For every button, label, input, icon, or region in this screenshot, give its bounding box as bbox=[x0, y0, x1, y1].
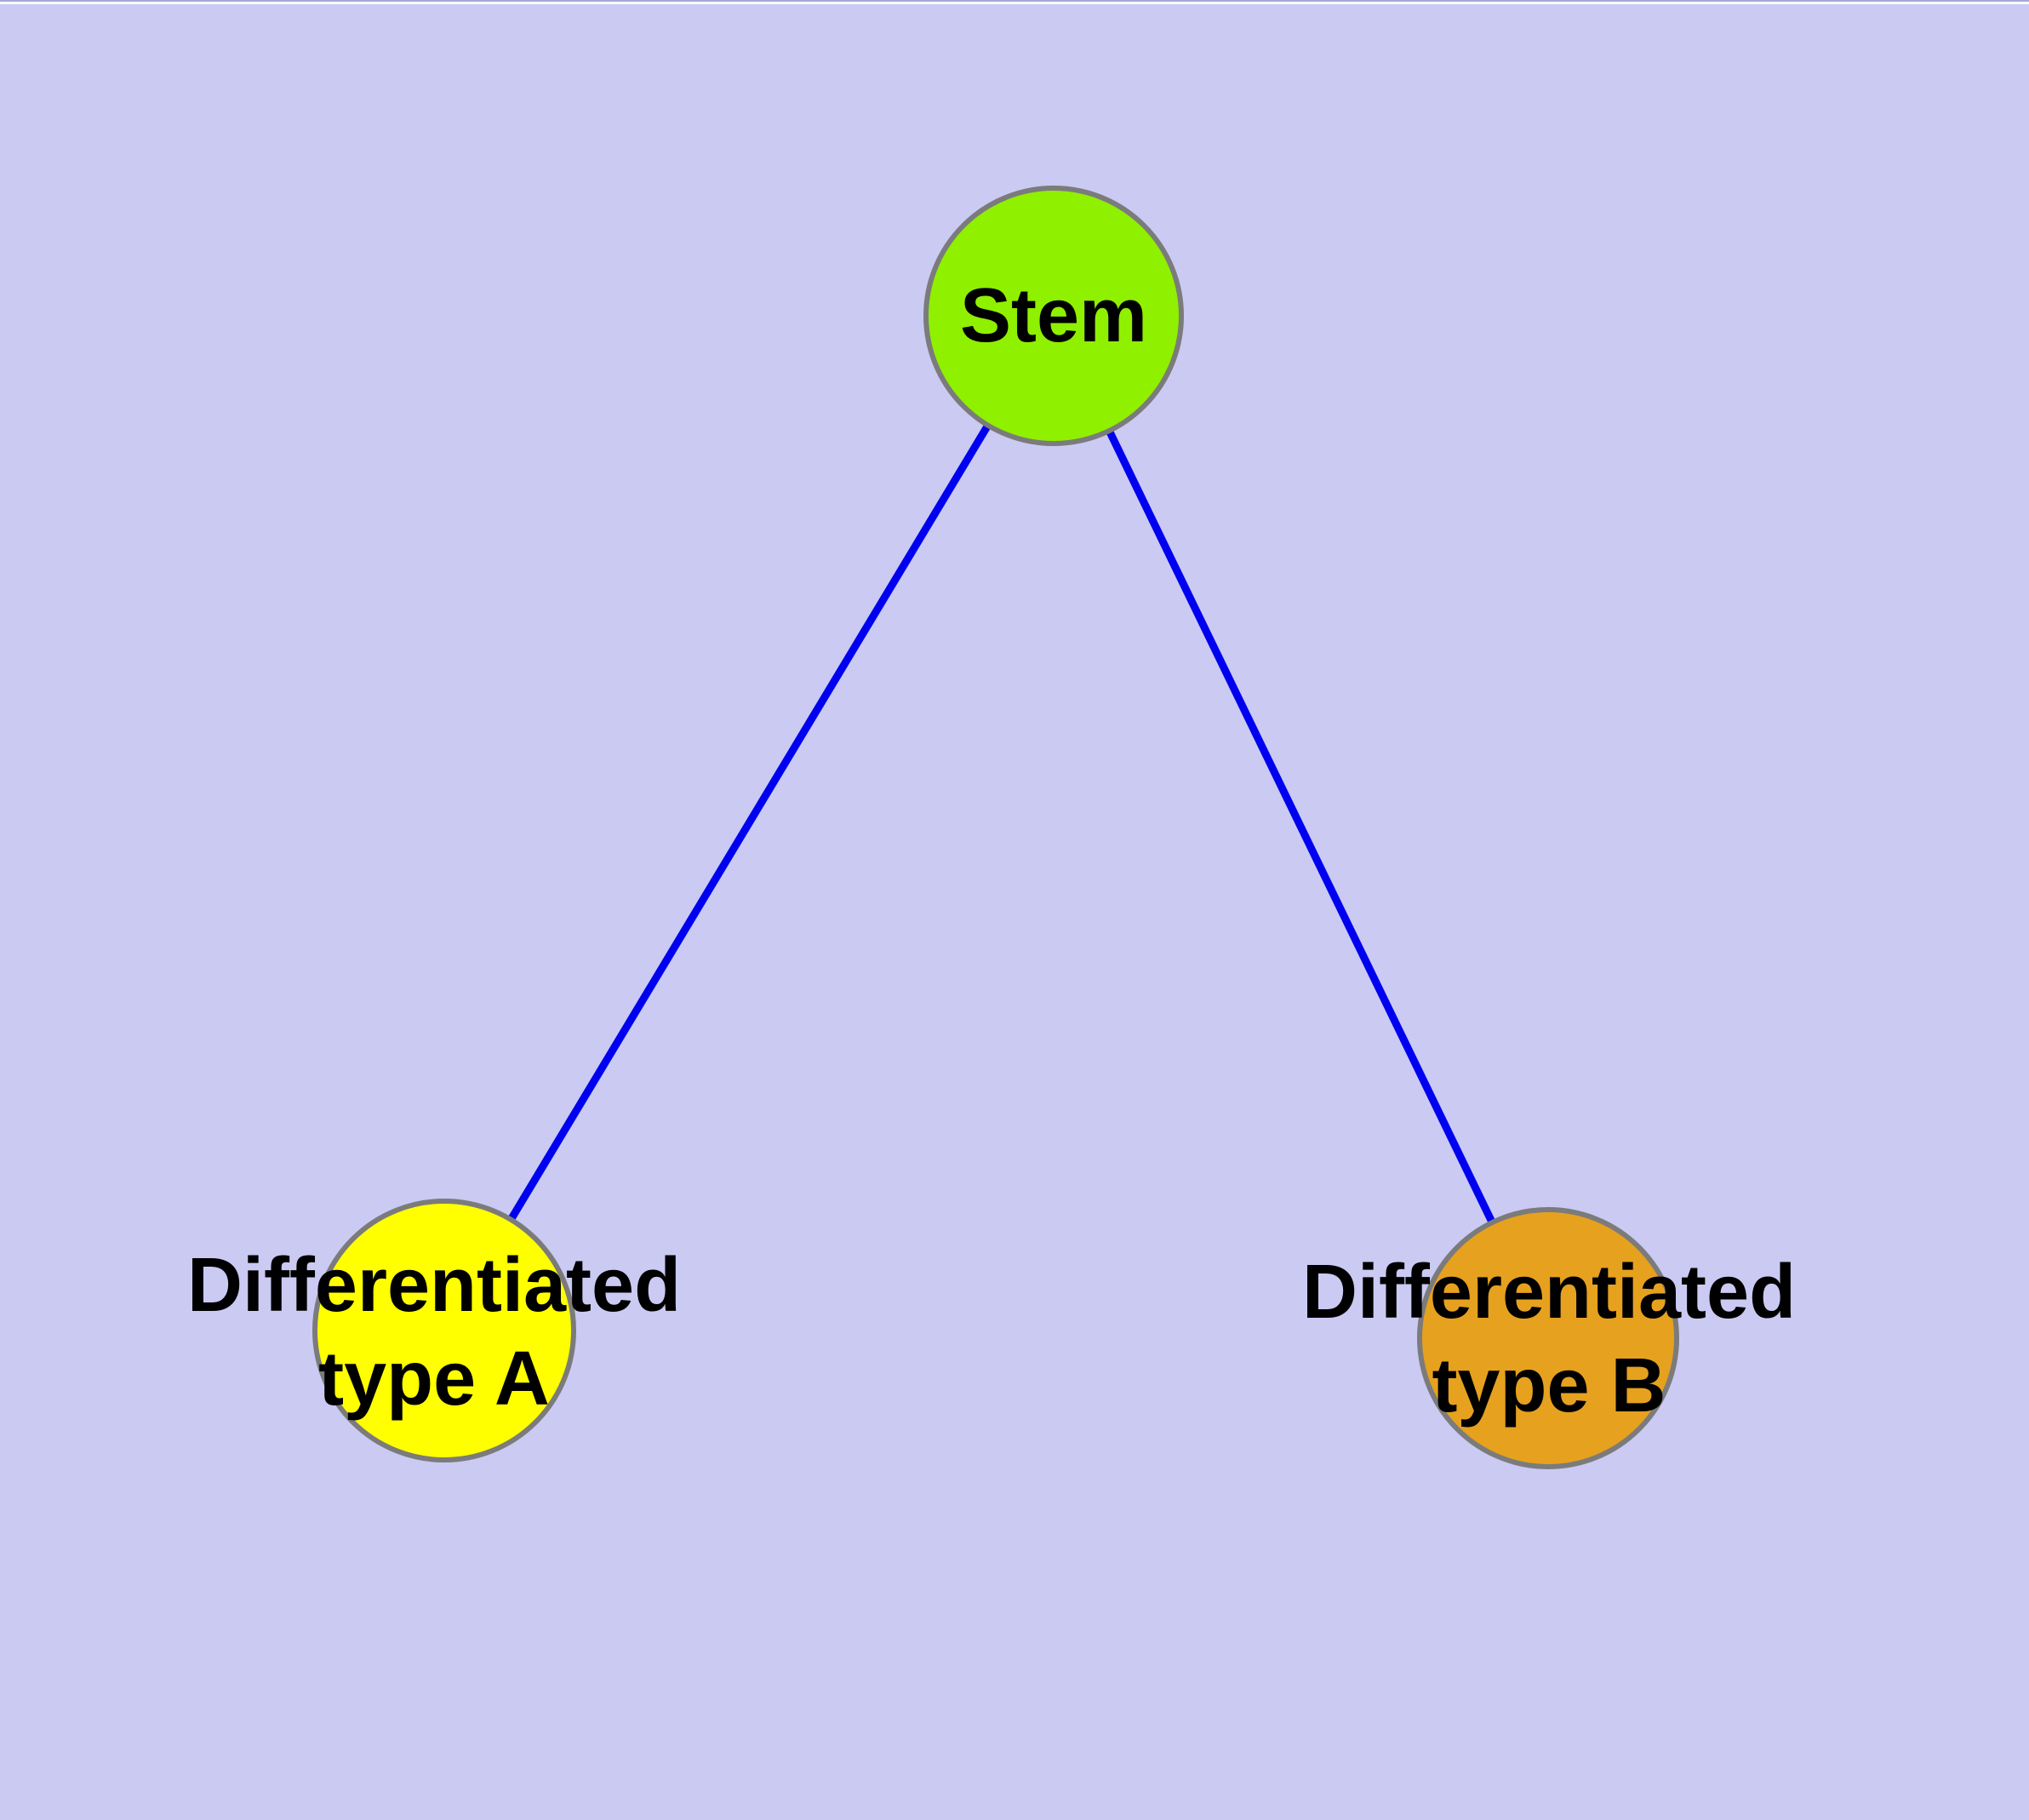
edge-stem-to-type-a bbox=[441, 313, 1057, 1333]
type-a-node-circle bbox=[312, 1199, 576, 1462]
stem-node-label: Stem bbox=[960, 269, 1147, 363]
stem-node-circle bbox=[923, 186, 1184, 446]
type-b-node-circle bbox=[1417, 1207, 1679, 1469]
stem-node-label-text: Stem bbox=[959, 273, 1148, 358]
edge-stem-to-type-b bbox=[1049, 314, 1552, 1340]
type-b-label-line2: type B bbox=[1432, 1343, 1666, 1428]
type-b-node-label: Differentiated type B bbox=[1302, 1245, 1796, 1433]
top-frame-line bbox=[0, 0, 2029, 2]
type-b-label-line1: Differentiated bbox=[1301, 1250, 1797, 1335]
type-a-node-label: Differentiated type A bbox=[187, 1239, 681, 1426]
type-a-label-line1: Differentiated bbox=[186, 1243, 682, 1328]
type-a-label-line2: type A bbox=[318, 1336, 550, 1422]
top-frame-highlight bbox=[0, 2, 2029, 4]
